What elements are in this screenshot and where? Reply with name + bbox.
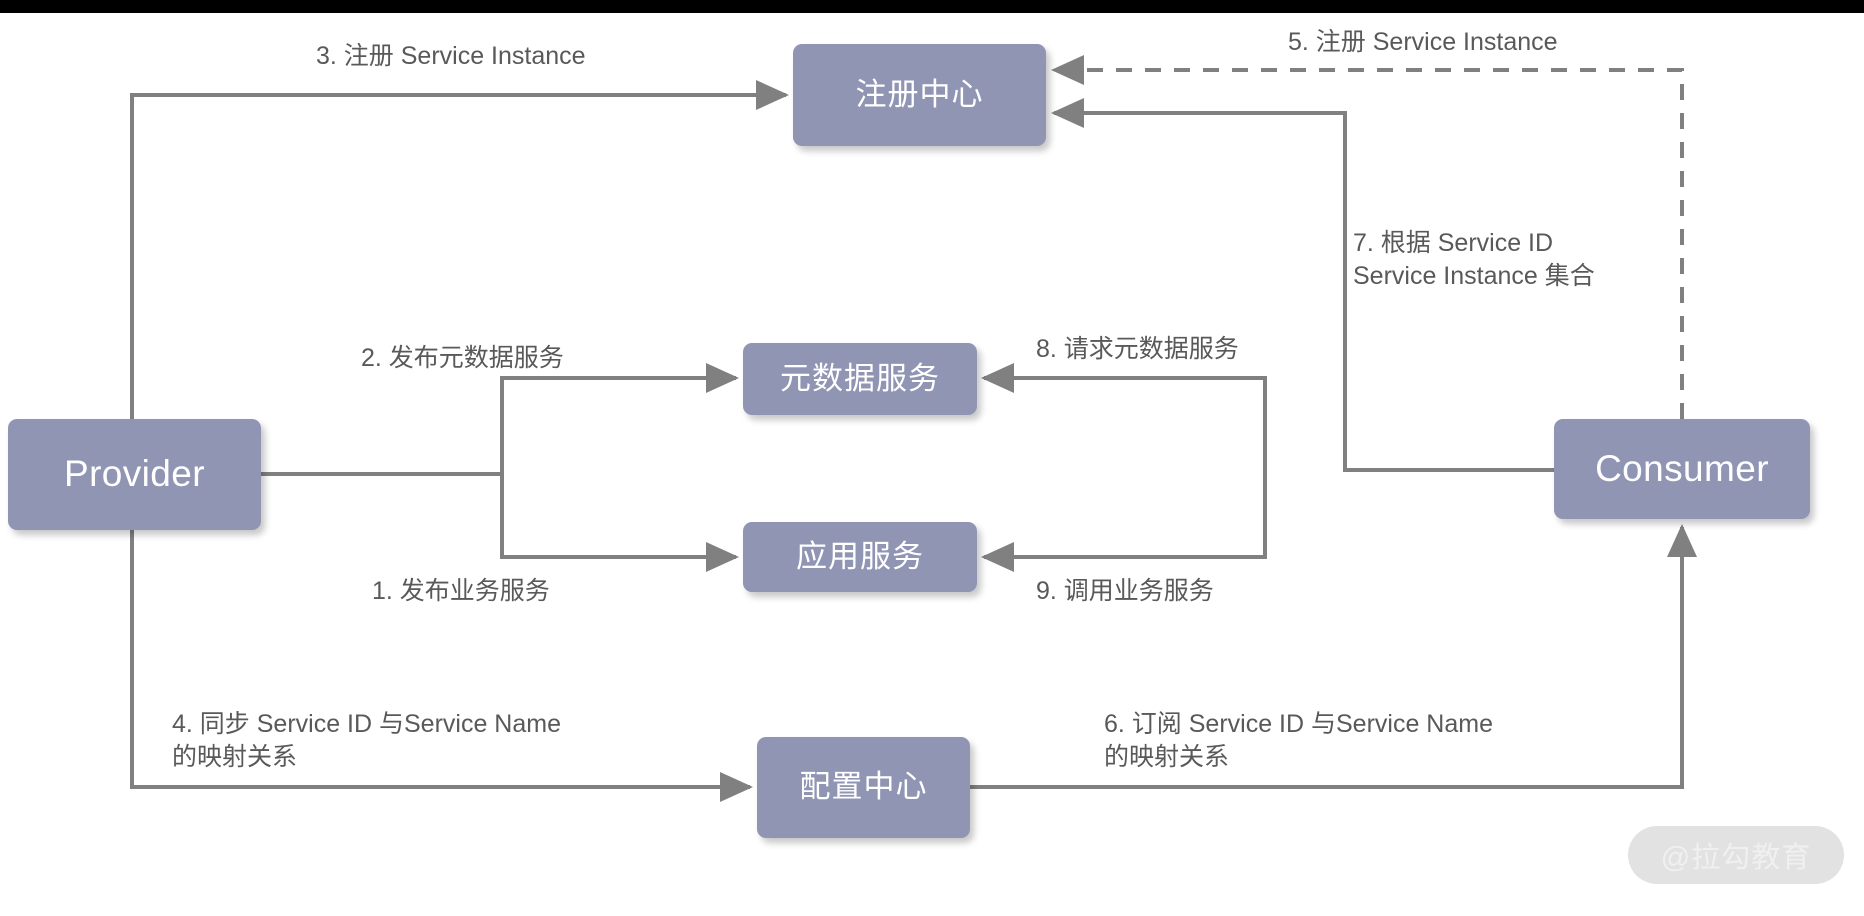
edge-step1	[500, 474, 739, 572]
edge-step8	[981, 363, 1267, 470]
edge-step2	[261, 363, 739, 476]
node-metadata-service[interactable]: 元数据服务	[743, 343, 977, 415]
node-registry-center[interactable]: 注册中心	[793, 44, 1046, 146]
top-black-bar	[0, 0, 1864, 13]
edge-label-step4: 4. 同步 Service ID 与Service Name 的映射关系	[172, 710, 561, 771]
edge-step9	[981, 470, 1267, 572]
edge-label-step5: 5. 注册 Service Instance	[1288, 28, 1558, 56]
edge-label-step1: 1. 发布业务服务	[372, 577, 550, 605]
node-application-service[interactable]: 应用服务	[743, 522, 977, 592]
edge-label-step8: 8. 请求元数据服务	[1036, 335, 1239, 363]
edge-step5	[1051, 55, 1684, 419]
edge-step7	[1051, 98, 1554, 472]
node-registry-center-label: 注册中心	[855, 76, 984, 112]
edge-label-step9: 9. 调用业务服务	[1036, 577, 1214, 605]
edge-step6	[970, 524, 1697, 789]
node-metadata-service-label: 元数据服务	[780, 360, 940, 396]
edge-step4	[130, 530, 753, 802]
node-provider[interactable]: Provider	[8, 419, 261, 530]
edge-step3	[130, 80, 789, 419]
node-provider-label: Provider	[64, 453, 205, 495]
edge-label-step2: 2. 发布元数据服务	[361, 344, 564, 372]
edge-label-step7: 7. 根据 Service ID Service Instance 集合	[1353, 229, 1595, 290]
watermark-label: @拉勾教育	[1660, 842, 1812, 874]
watermark-badge: @拉勾教育	[1628, 826, 1844, 884]
edge-label-step3: 3. 注册 Service Instance	[316, 42, 586, 70]
node-consumer[interactable]: Consumer	[1554, 419, 1810, 519]
node-consumer-label: Consumer	[1595, 447, 1769, 489]
node-application-service-label: 应用服务	[796, 538, 924, 574]
node-config-center[interactable]: 配置中心	[757, 737, 970, 838]
node-config-center-label: 配置中心	[799, 769, 928, 805]
edge-label-step6: 6. 订阅 Service ID 与Service Name 的映射关系	[1104, 710, 1493, 771]
